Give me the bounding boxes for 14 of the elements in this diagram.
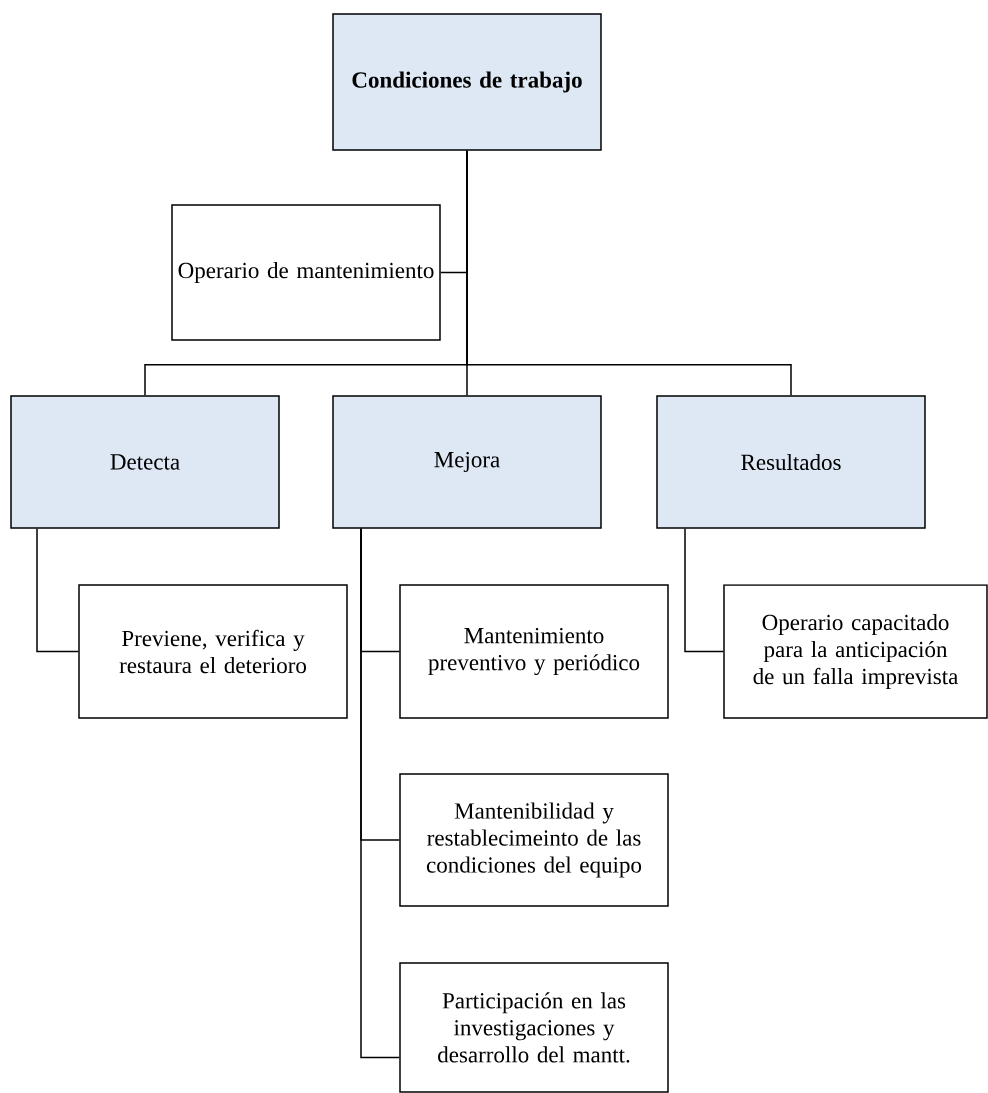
text-box: Mantenibilidad y restablecimeinto de las condiciones del equipo bbox=[399, 773, 669, 907]
category-box: Detecta bbox=[10, 395, 280, 529]
text-box: Operario capacitado para la anticipación de un falla imprevista bbox=[723, 584, 988, 719]
connector-line bbox=[466, 150, 792, 396]
category-box: Resultados bbox=[656, 395, 926, 529]
connector-line bbox=[36, 528, 79, 653]
category-box: Condiciones de trabajo bbox=[332, 13, 602, 151]
connector-line bbox=[360, 528, 400, 1059]
text-box: Operario de mantenimiento bbox=[171, 204, 441, 341]
category-box: Mejora bbox=[332, 395, 602, 529]
text-box: Participación en las investigaciones y desarrollo del mantt. bbox=[399, 962, 669, 1093]
connector-line bbox=[684, 528, 724, 653]
text-box: Mantenimiento preventivo y periódico bbox=[399, 584, 669, 719]
text-box: Previene, verifica y restaura el deterioro bbox=[78, 584, 348, 719]
